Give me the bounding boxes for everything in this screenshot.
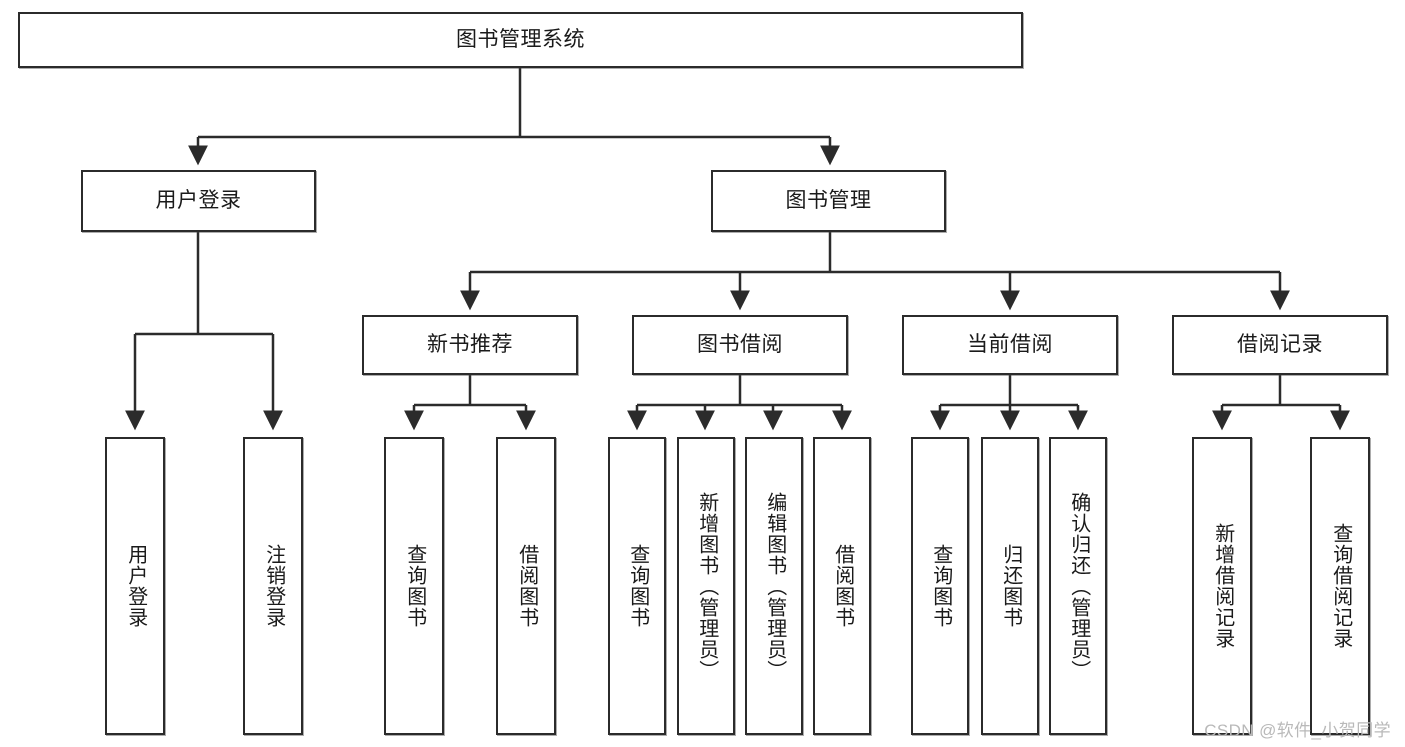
node-leaf-logout-login[interactable]: 注销登录	[243, 437, 303, 735]
node-leaf-user-login[interactable]: 用户登录	[105, 437, 165, 735]
node-leaf-query-book-1[interactable]: 查询图书	[384, 437, 444, 735]
node-leaf-return-book[interactable]: 归还图书	[981, 437, 1039, 735]
node-book-manage-label: 图书管理	[785, 188, 872, 212]
node-user-login[interactable]: 用户登录	[81, 170, 316, 232]
node-leaf-query-book-3[interactable]: 查询图书	[911, 437, 969, 735]
node-leaf-query-book-3-label: 查询图书	[929, 544, 952, 628]
node-borrow-record[interactable]: 借阅记录	[1172, 315, 1388, 375]
node-leaf-return-book-label: 归还图书	[999, 544, 1022, 628]
node-leaf-query-book-1-label: 查询图书	[403, 544, 426, 628]
watermark-text: CSDN @软件_小贺同学	[1204, 721, 1391, 740]
node-leaf-query-record-label: 查询借阅记录	[1329, 523, 1352, 649]
node-root-label: 图书管理系统	[456, 27, 585, 51]
node-leaf-add-book[interactable]: 新增图书（管理员）	[677, 437, 735, 735]
node-new-book-recommend[interactable]: 新书推荐	[362, 315, 578, 375]
node-book-manage[interactable]: 图书管理	[711, 170, 946, 232]
node-new-book-recommend-label: 新书推荐	[427, 332, 513, 356]
node-leaf-borrow-book-1[interactable]: 借阅图书	[496, 437, 556, 735]
node-leaf-confirm-return[interactable]: 确认归还（管理员）	[1049, 437, 1107, 735]
node-borrow-record-label: 借阅记录	[1237, 332, 1323, 356]
node-leaf-query-book-2[interactable]: 查询图书	[608, 437, 666, 735]
node-current-borrow[interactable]: 当前借阅	[902, 315, 1118, 375]
node-leaf-add-record[interactable]: 新增借阅记录	[1192, 437, 1252, 735]
node-leaf-borrow-book-2[interactable]: 借阅图书	[813, 437, 871, 735]
node-leaf-user-login-label: 用户登录	[124, 544, 147, 628]
node-leaf-edit-book[interactable]: 编辑图书（管理员）	[745, 437, 803, 735]
node-book-borrow[interactable]: 图书借阅	[632, 315, 848, 375]
node-user-login-label: 用户登录	[155, 188, 242, 212]
node-leaf-query-book-2-label: 查询图书	[626, 544, 649, 628]
node-leaf-add-book-label: 新增图书（管理员）	[695, 491, 718, 681]
node-book-borrow-label: 图书借阅	[697, 332, 783, 356]
node-leaf-confirm-return-label: 确认归还（管理员）	[1067, 491, 1090, 681]
node-leaf-borrow-book-2-label: 借阅图书	[831, 544, 854, 628]
node-root[interactable]: 图书管理系统	[18, 12, 1023, 68]
node-leaf-logout-login-label: 注销登录	[262, 544, 285, 628]
node-leaf-add-record-label: 新增借阅记录	[1211, 523, 1234, 649]
node-leaf-query-record[interactable]: 查询借阅记录	[1310, 437, 1370, 735]
node-leaf-edit-book-label: 编辑图书（管理员）	[763, 491, 786, 681]
node-leaf-borrow-book-1-label: 借阅图书	[515, 544, 538, 628]
node-current-borrow-label: 当前借阅	[967, 332, 1053, 356]
